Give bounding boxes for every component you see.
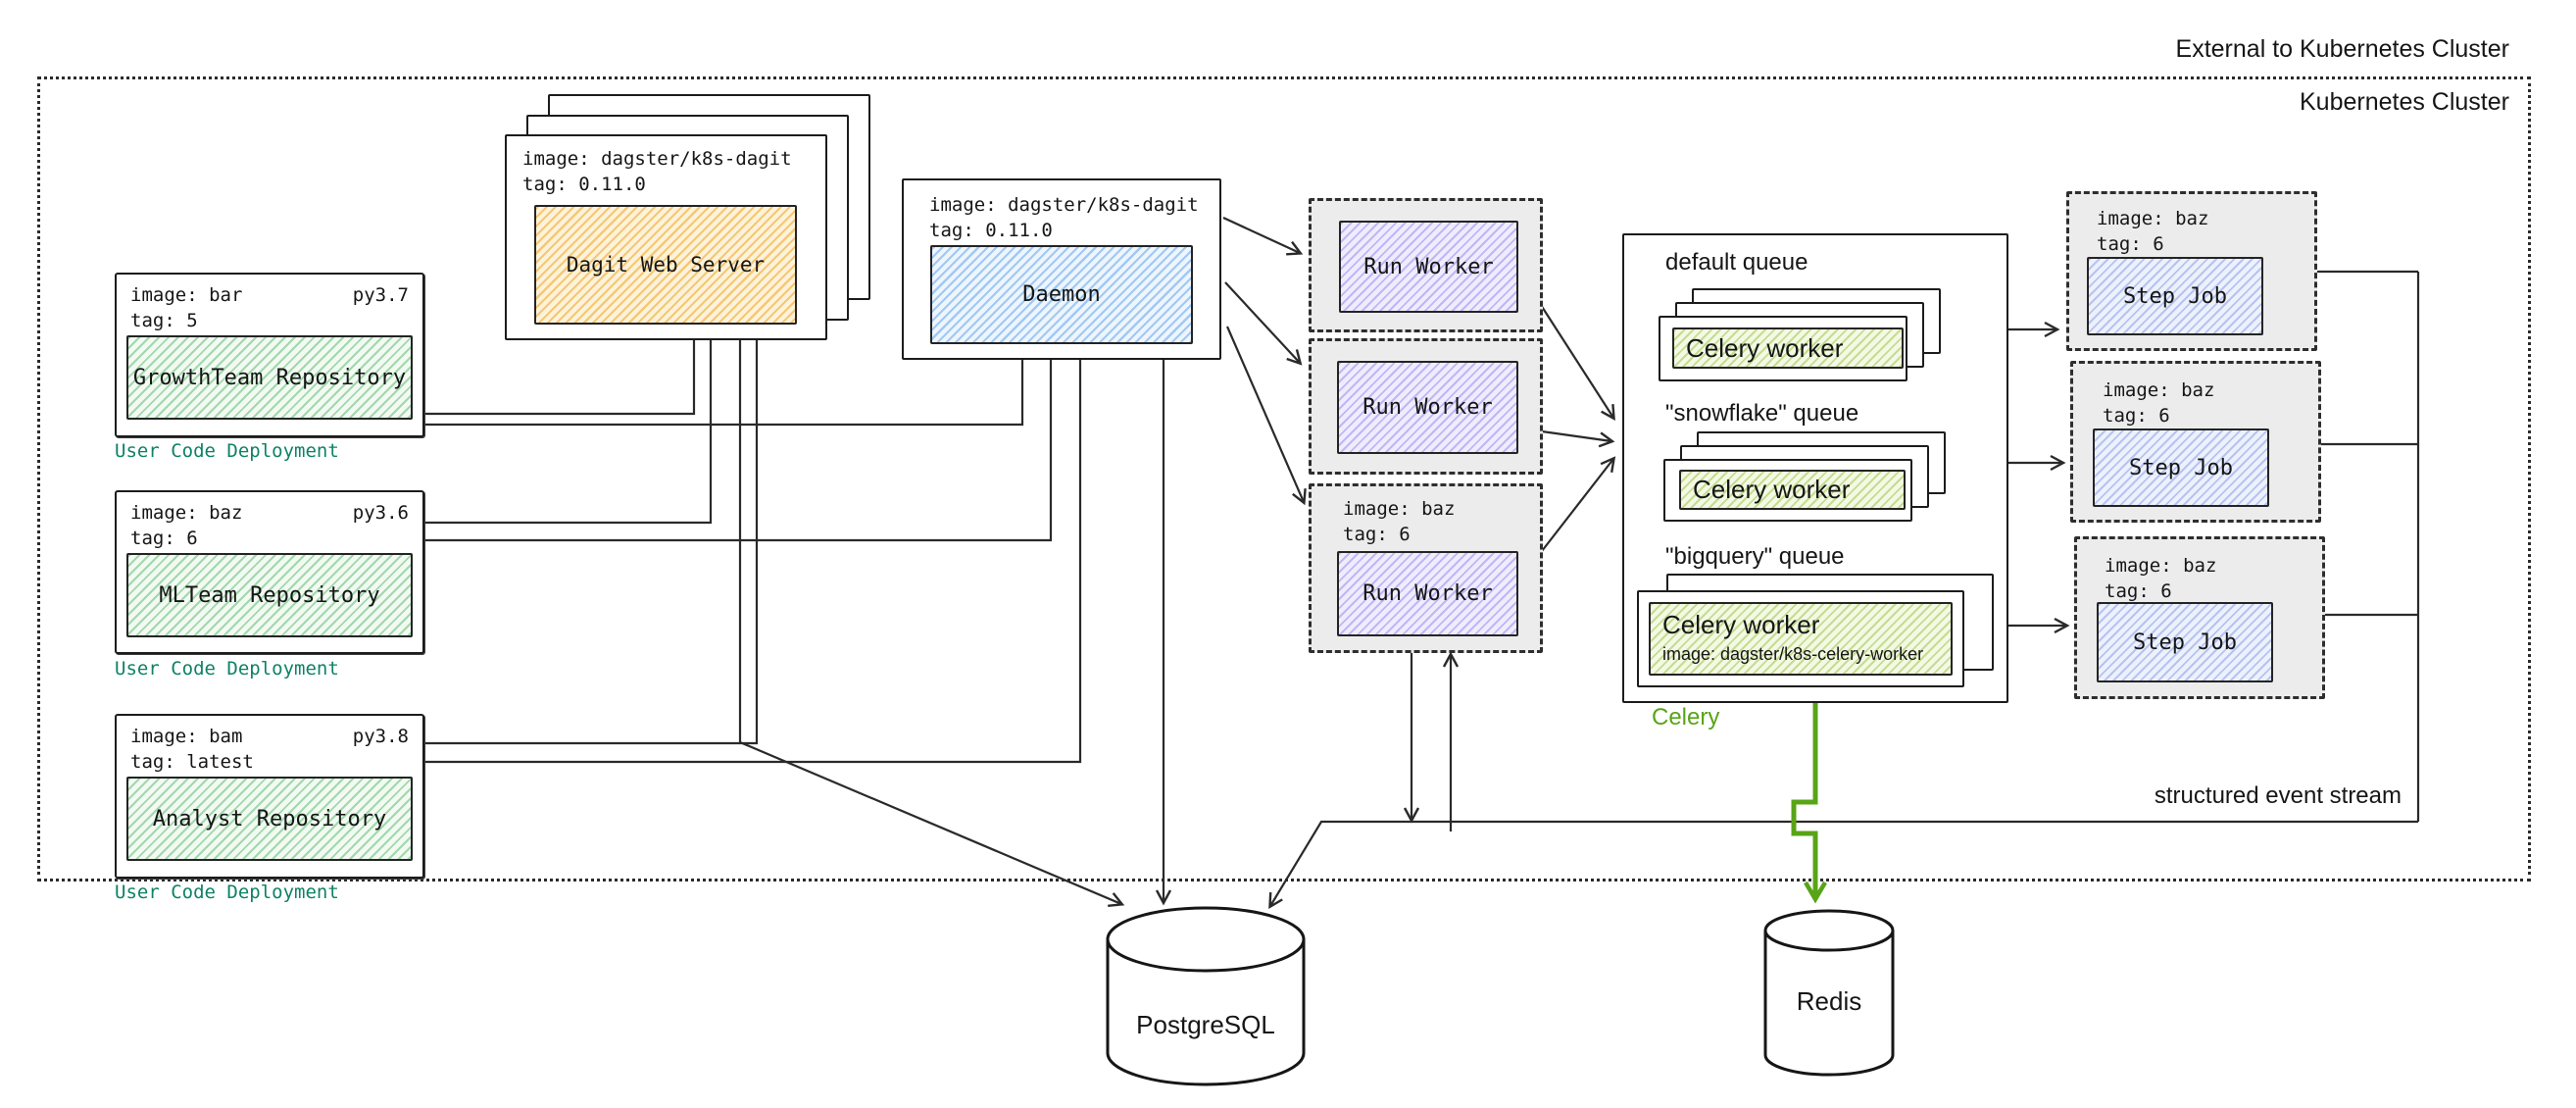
wire-dagit-postgres <box>738 338 1125 907</box>
wire-daemon-runworker2 <box>1224 281 1303 366</box>
step-job-1-box: Step Job <box>2087 257 2263 335</box>
step-job-2: image: baz tag: 6 Step Job <box>2070 361 2321 523</box>
repo3-name: Analyst Repository <box>152 806 387 831</box>
step-job-1: image: baz tag: 6 Step Job <box>2066 191 2317 351</box>
step-job-2-image: image: baz <box>2103 379 2215 401</box>
celery-label: Celery <box>1652 704 1720 730</box>
celery-worker-snowflake-box: Celery worker <box>1679 470 1906 510</box>
step-job-1-tag: tag: 6 <box>2097 233 2164 255</box>
user-code-deployment-mlteam: image: baz py3.6 tag: 6 MLTeam Repositor… <box>115 490 424 654</box>
dagit-web-server: image: dagster/k8s-dagit tag: 0.11.0 Dag… <box>505 134 827 340</box>
user-code-deployment-analyst: image: bam py3.8 tag: latest Analyst Rep… <box>115 714 424 879</box>
repo3-name-box: Analyst Repository <box>126 777 413 861</box>
redis-cylinder <box>1763 909 1895 1077</box>
dagit-name: Dagit Web Server <box>566 253 766 277</box>
step-job-3-label: Step Job <box>2133 630 2237 655</box>
step-job-3-tag: tag: 6 <box>2105 580 2172 602</box>
step-job-3: image: baz tag: 6 Step Job <box>2074 536 2325 699</box>
user-code-deployment-growthteam: image: bar py3.7 tag: 5 GrowthTeam Repos… <box>115 273 424 437</box>
run-worker-1-box: Run Worker <box>1339 221 1518 313</box>
wire-celery-redis <box>1791 699 1827 904</box>
repo3-tag: tag: latest <box>130 751 254 773</box>
repo1-image: image: bar <box>130 284 243 306</box>
celery-worker-bigquery-box: Celery worker image: dagster/k8s-celery-… <box>1649 602 1953 676</box>
run-worker-3-label: Run Worker <box>1362 581 1493 606</box>
kubernetes-cluster-label: Kubernetes Cluster <box>2299 88 2509 116</box>
structured-event-stream-label: structured event stream <box>2154 782 2402 809</box>
external-cluster-label: External to Kubernetes Cluster <box>2175 35 2509 63</box>
run-worker-2-box: Run Worker <box>1337 361 1518 454</box>
run-worker-3-tag: tag: 6 <box>1343 524 1411 545</box>
wire-dagit-repo1 <box>423 338 696 416</box>
celery-worker-snowflake: Celery worker <box>1663 459 1912 522</box>
postgresql-label: PostgreSQL <box>1136 1010 1275 1039</box>
wire-daemon-repo1 <box>423 358 1024 427</box>
step-job-2-tag: tag: 6 <box>2103 405 2170 427</box>
celery-worker-bigquery-label: Celery worker <box>1662 610 1820 639</box>
run-worker-1: Run Worker <box>1309 198 1543 332</box>
repo3-python-version: py3.8 <box>352 726 409 747</box>
dagit-tag: tag: 0.11.0 <box>522 174 646 195</box>
run-worker-3: image: baz tag: 6 Run Worker <box>1309 483 1543 653</box>
dagit-name-box: Dagit Web Server <box>534 205 797 325</box>
dagit-image: image: dagster/k8s-dagit <box>522 148 792 170</box>
repo2-name-box: MLTeam Repository <box>126 553 413 637</box>
run-worker-3-image: image: baz <box>1343 498 1456 520</box>
wire-daemon-repo2 <box>423 358 1053 542</box>
wire-daemon-runworker1 <box>1222 217 1304 256</box>
wire-runworker2-celery <box>1541 429 1615 448</box>
celery-worker-default-box: Celery worker <box>1672 327 1904 369</box>
snowflake-queue-label: "snowflake" queue <box>1665 400 1859 427</box>
run-worker-2-label: Run Worker <box>1362 395 1493 420</box>
run-worker-1-label: Run Worker <box>1363 254 1494 279</box>
celery-worker-snowflake-label: Celery worker <box>1693 475 1851 504</box>
step-job-3-box: Step Job <box>2097 602 2273 682</box>
repo1-python-version: py3.7 <box>352 284 409 306</box>
run-worker-3-box: Run Worker <box>1337 551 1518 636</box>
bigquery-queue-label: "bigquery" queue <box>1665 543 1845 570</box>
repo1-tag: tag: 5 <box>130 310 198 331</box>
repo2-name: MLTeam Repository <box>159 582 380 608</box>
celery-worker-default: Celery worker <box>1659 316 1907 381</box>
daemon: image: dagster/k8s-dagit tag: 0.11.0 Dae… <box>902 178 1221 360</box>
wire-daemon-repo3 <box>423 358 1082 764</box>
wire-dagit-repo3 <box>423 338 759 745</box>
wire-daemon-runworker3 <box>1225 326 1307 506</box>
celery-worker-bigquery-image: image: dagster/k8s-celery-worker <box>1662 644 1924 664</box>
wire-runworker3-celery <box>1541 456 1616 552</box>
repo1-name: GrowthTeam Repository <box>132 365 407 390</box>
redis-label: Redis <box>1796 986 1862 1016</box>
repo2-image: image: baz <box>130 502 243 524</box>
wire-runworker1-celery <box>1538 301 1615 421</box>
daemon-tag: tag: 0.11.0 <box>929 220 1053 241</box>
default-queue-label: default queue <box>1665 249 1808 276</box>
wire-event-stream-postgres <box>1268 820 2418 910</box>
repo2-python-version: py3.6 <box>352 502 409 524</box>
step-job-1-image: image: baz <box>2097 208 2209 229</box>
daemon-name-box: Daemon <box>930 245 1193 344</box>
celery-worker-default-label: Celery worker <box>1686 332 1844 363</box>
run-worker-2: Run Worker <box>1309 338 1543 475</box>
repo1-caption: User Code Deployment <box>115 440 339 462</box>
step-job-1-label: Step Job <box>2123 283 2227 309</box>
daemon-name: Daemon <box>1022 282 1101 307</box>
repo2-tag: tag: 6 <box>130 528 198 549</box>
step-job-2-label: Step Job <box>2129 455 2233 480</box>
celery-worker-bigquery: Celery worker image: dagster/k8s-celery-… <box>1637 590 1964 687</box>
step-job-3-image: image: baz <box>2105 555 2217 577</box>
repo3-image: image: bam <box>130 726 243 747</box>
daemon-image: image: dagster/k8s-dagit <box>929 194 1199 216</box>
celery-container: default queue Celery worker "snowflake" … <box>1622 233 2008 703</box>
repo3-caption: User Code Deployment <box>115 881 339 903</box>
kubernetes-cluster-boundary <box>37 76 2531 881</box>
repo2-caption: User Code Deployment <box>115 658 339 680</box>
step-job-2-box: Step Job <box>2093 428 2269 507</box>
repo1-name-box: GrowthTeam Repository <box>126 335 413 420</box>
postgresql-cylinder <box>1106 906 1306 1086</box>
wire-dagit-repo2 <box>423 338 713 525</box>
